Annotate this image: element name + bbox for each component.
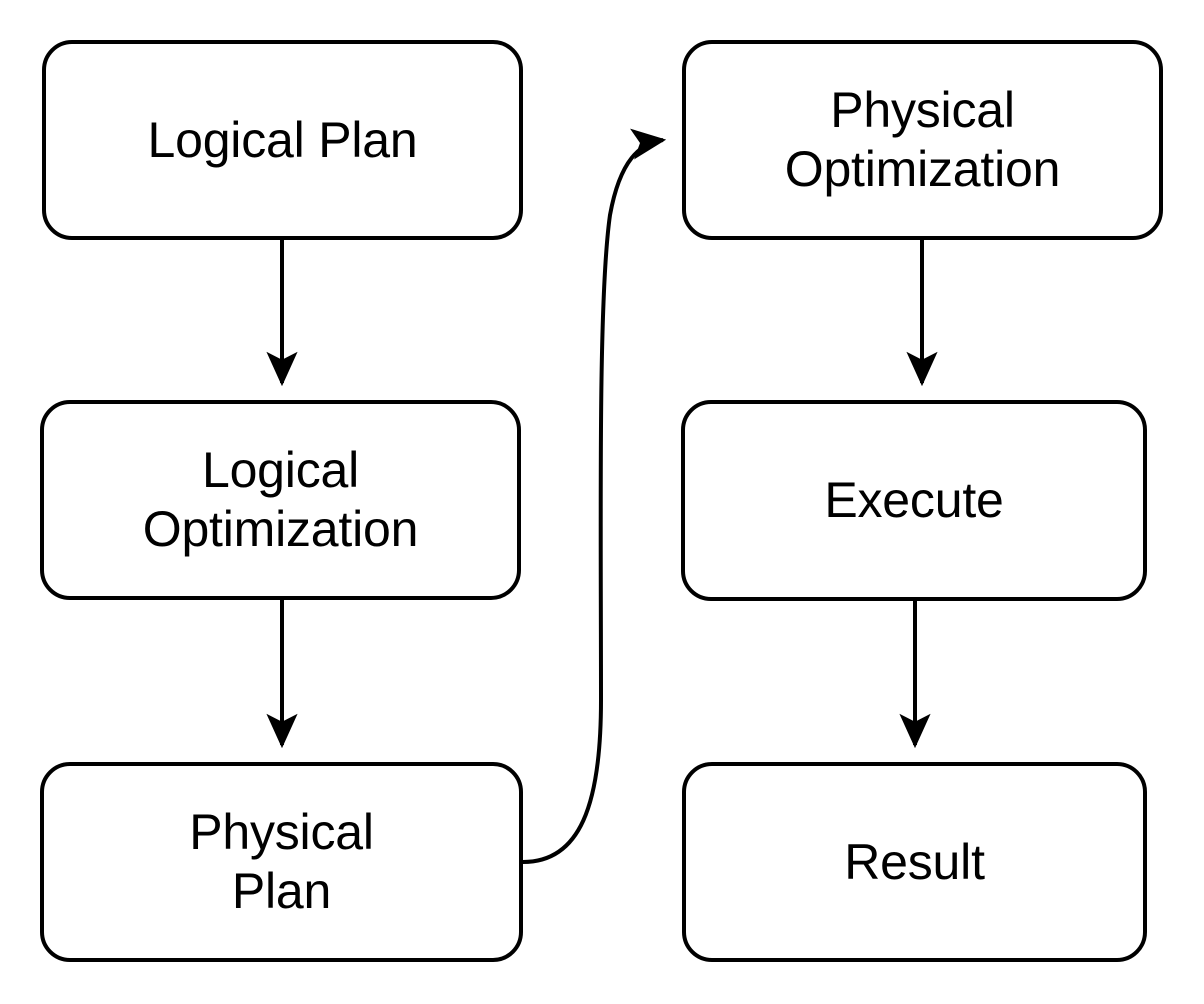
edge-physical-plan-to-physical-optimization — [522, 128, 667, 864]
node-logical-optimization-label: Logical Optimization — [142, 442, 419, 557]
node-result-label: Result — [844, 833, 985, 890]
node-physical-optimization[interactable]: Physical Optimization — [682, 40, 1163, 240]
node-physical-optimization-label: Physical Optimization — [784, 82, 1061, 197]
node-physical-plan-label: Physical Plan — [189, 804, 374, 919]
node-execute-label: Execute — [824, 472, 1004, 528]
node-execute[interactable]: Execute — [681, 400, 1147, 601]
node-logical-plan-label: Logical Plan — [147, 111, 418, 168]
node-logical-plan[interactable]: Logical Plan — [42, 40, 523, 240]
node-physical-plan[interactable]: Physical Plan — [40, 762, 523, 962]
node-logical-optimization[interactable]: Logical Optimization — [40, 400, 521, 600]
node-result[interactable]: Result — [682, 762, 1147, 962]
